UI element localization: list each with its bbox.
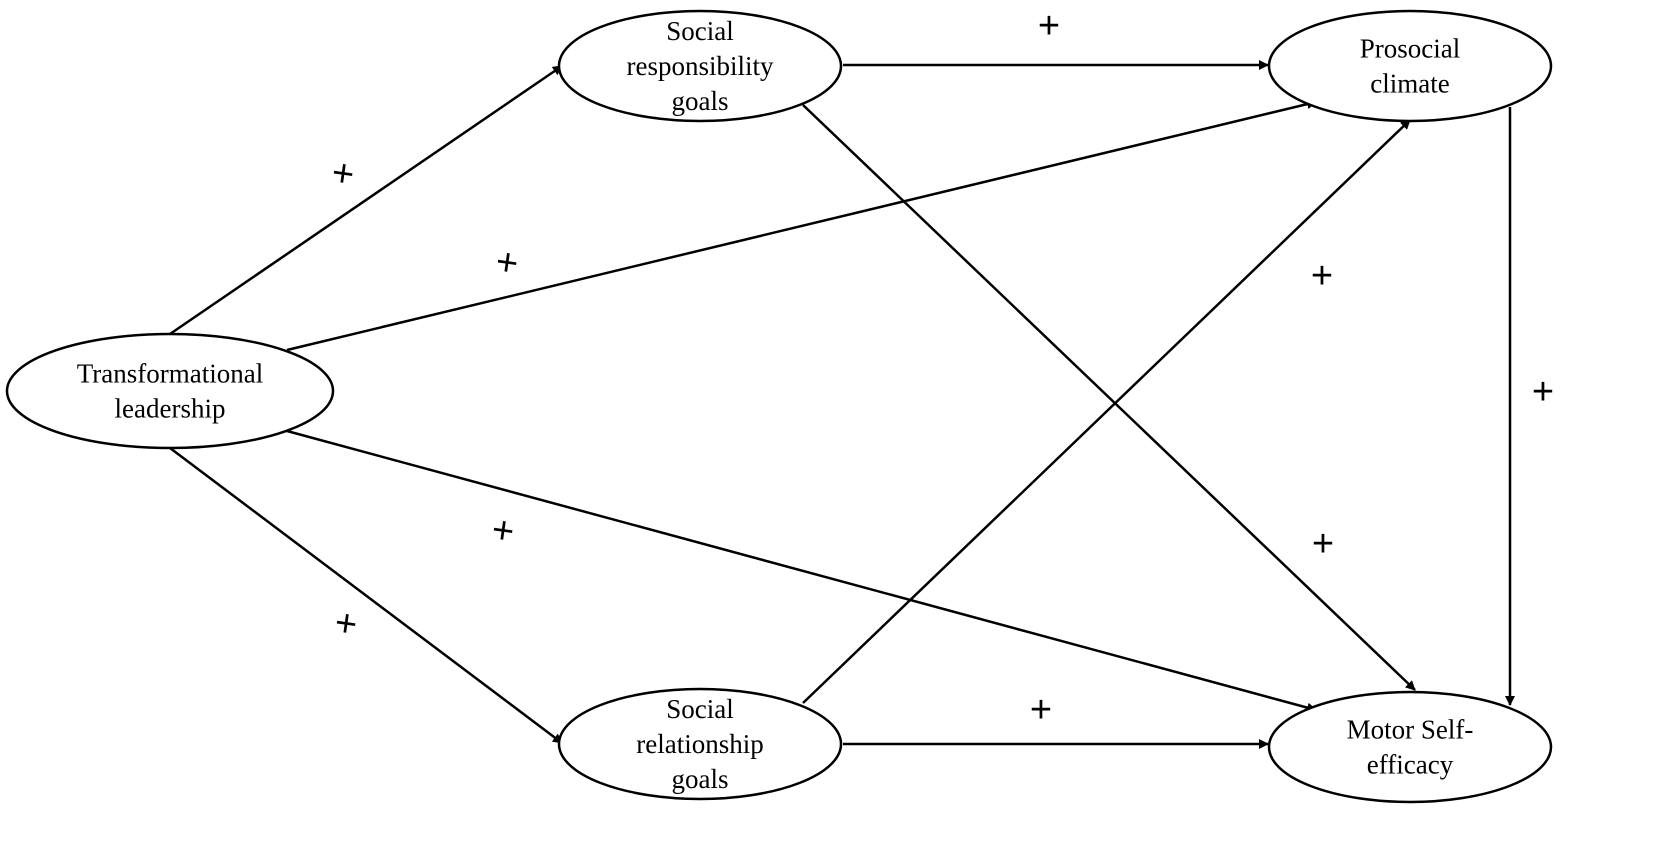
edge-tl-rlg [169, 447, 563, 744]
node-label-pc-0: Prosocial [1360, 34, 1461, 64]
node-tl: Transformational leadership [5, 332, 335, 450]
edge-sign-srg-pc: + [1038, 5, 1060, 47]
edge-sign-tl-srg: + [329, 152, 357, 197]
node-label-srg-2: goals [672, 86, 729, 116]
node-label-mse-0: Motor Self- [1347, 715, 1474, 745]
node-srg: Social responsibility goals [557, 9, 843, 123]
edge-sign-srg-mse: + [1312, 523, 1334, 565]
node-rlg: Social relationship goals [557, 687, 843, 801]
edge-sign-rlg-mse: + [1030, 689, 1052, 731]
edge-sign-tl-mse: + [489, 509, 517, 554]
edge-tl-mse [286, 429, 1317, 713]
edge-sign-pc-mse: + [1532, 371, 1554, 413]
node-label-rlg-0: Social [666, 694, 734, 724]
node-ellipse-pc [1267, 9, 1553, 123]
edges [169, 60, 1515, 749]
node-ellipse-rlg [557, 687, 843, 801]
edge-sign-tl-rlg: + [332, 602, 360, 647]
edge-srg-mse [802, 104, 1416, 691]
node-label-srg-0: Social [666, 16, 734, 46]
node-mse: Motor Self-efficacy [1267, 690, 1553, 804]
node-ellipse-srg [557, 9, 843, 123]
edge-tl-srg [169, 64, 563, 336]
node-label-rlg-2: goals [672, 764, 729, 794]
node-label-tl-0: Transformational [77, 359, 263, 389]
node-ellipse-tl [5, 332, 335, 450]
nodes: TransformationalleadershipSocialresponsi… [5, 9, 1553, 804]
node-label-rlg-1: relationship [636, 729, 763, 759]
node-label-mse-1: efficacy [1367, 750, 1454, 780]
edge-tl-pc [286, 99, 1317, 352]
node-label-tl-1: leadership [115, 394, 226, 424]
edge-rlg-pc [802, 119, 1411, 704]
node-ellipse-mse [1267, 690, 1553, 804]
node-pc: Prosocial climate [1267, 9, 1553, 123]
node-label-pc-1: climate [1370, 69, 1449, 99]
node-label-srg-1: responsibility [627, 51, 774, 81]
edge-signs: + + + + + + + + + [329, 5, 1554, 731]
edge-sign-rlg-pc: + [1311, 255, 1333, 297]
edge-sign-tl-pc: + [493, 241, 521, 286]
